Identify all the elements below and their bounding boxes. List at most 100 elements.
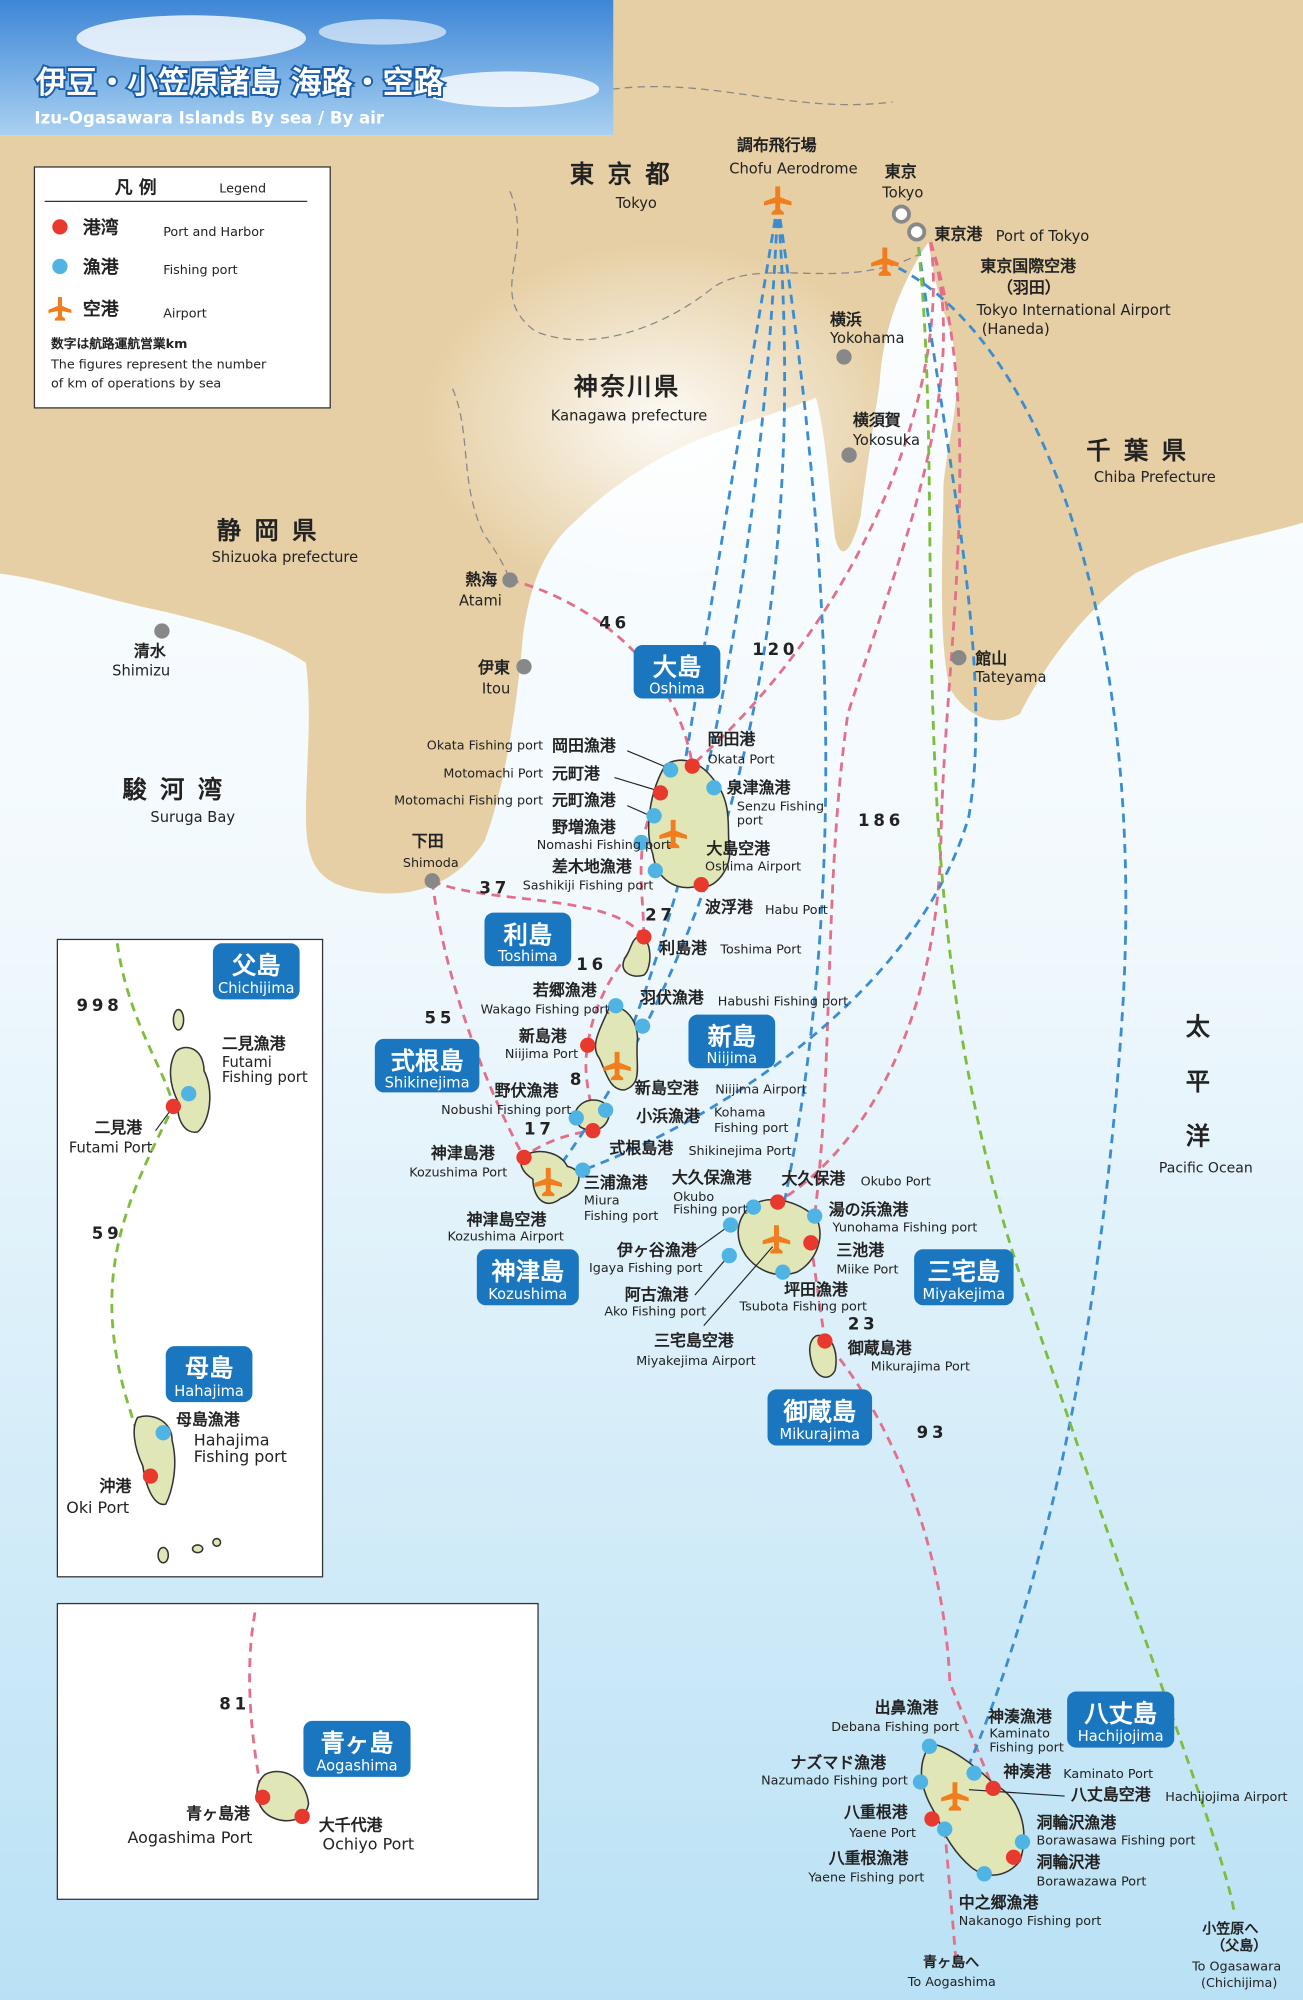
svg-text:Aogashima Port: Aogashima Port [127, 1828, 252, 1847]
svg-text:大千代港: 大千代港 [319, 1815, 384, 1834]
svg-text:大久保漁港: 大久保漁港 [672, 1168, 753, 1187]
svg-text:Nobushi Fishing port: Nobushi Fishing port [441, 1103, 571, 1118]
mainland-labels: 東 京 都 Tokyo 調布飛行場 Chofu Aerodrome 東京 Tok… [112, 135, 1253, 1176]
svg-text:Toshima: Toshima [497, 948, 558, 965]
route-tokyo-south [776, 241, 962, 1204]
svg-text:Yaene Fishing port: Yaene Fishing port [807, 1870, 924, 1885]
yokosuka-label: 横須賀 [853, 411, 901, 430]
prefecture-border [509, 190, 919, 341]
route-atami-oshima [509, 578, 694, 766]
svg-text:神湊漁港: 神湊漁港 [988, 1707, 1053, 1726]
svg-text:Oshima: Oshima [649, 680, 705, 697]
svg-text:Futami: Futami [222, 1054, 272, 1071]
route-tokyo-miyake [809, 241, 945, 1244]
shizuoka-label: 静 岡 県 [217, 517, 319, 545]
svg-text:青ヶ島港: 青ヶ島港 [186, 1804, 251, 1823]
tokyo-label: 東京 [885, 162, 917, 181]
svg-text:17: 17 [524, 1119, 555, 1138]
svg-text:元町漁港: 元町漁港 [552, 791, 617, 810]
svg-text:八丈島: 八丈島 [1084, 1700, 1157, 1728]
svg-text:Hahajima: Hahajima [174, 1383, 244, 1400]
svg-text:三宅島: 三宅島 [928, 1258, 1001, 1286]
svg-text:To Aogashima: To Aogashima [907, 1975, 996, 1990]
legend-airport-en: Airport [163, 306, 207, 321]
svg-text:Kozushima Airport: Kozushima Airport [448, 1229, 564, 1244]
mainland-points [154, 204, 967, 889]
route-shimoda-kozu [430, 880, 526, 1159]
legend: 凡 例 Legend 港湾 Port and Harbor 漁港 Fishing… [33, 166, 331, 409]
svg-text:三宅島空港: 三宅島空港 [654, 1331, 735, 1350]
itou-label-en: Itou [482, 680, 510, 697]
chiba-label-en: Chiba Prefecture [1094, 469, 1216, 486]
svg-text:御蔵島港: 御蔵島港 [847, 1339, 913, 1358]
svg-text:Borawazawa Port: Borawazawa Port [1037, 1874, 1147, 1889]
chofu-label: 調布飛行場 [737, 135, 817, 154]
svg-text:Ako Fishing port: Ako Fishing port [604, 1304, 706, 1319]
islet [212, 1537, 222, 1547]
haneda-label-en-2: (Haneda) [982, 321, 1050, 338]
svg-text:Fishing port: Fishing port [714, 1121, 789, 1136]
prefecture-border [452, 388, 511, 581]
svg-text:Nazumado Fishing port: Nazumado Fishing port [761, 1774, 908, 1789]
svg-text:青ヶ島: 青ヶ島 [321, 1729, 394, 1757]
svg-text:父島: 父島 [232, 952, 280, 980]
haneda-label: 東京国際空港 [980, 257, 1077, 276]
svg-text:伊ヶ谷漁港: 伊ヶ谷漁港 [616, 1241, 698, 1260]
svg-text:Fishing port: Fishing port [222, 1069, 308, 1086]
route-shimoda-toshima [431, 879, 645, 938]
svg-text:To Ogasawara: To Ogasawara [1191, 1960, 1281, 1975]
svg-text:81: 81 [219, 1694, 250, 1713]
svg-text:神津島港: 神津島港 [431, 1144, 496, 1163]
svg-text:岡田港: 岡田港 [708, 729, 757, 748]
svg-text:Okata Fishing port: Okata Fishing port [427, 739, 543, 754]
atami-label: 熱海 [465, 570, 497, 589]
svg-text:大島空港: 大島空港 [706, 839, 771, 858]
yokosuka-dot [841, 447, 857, 463]
svg-text:坪田漁港: 坪田漁港 [784, 1280, 849, 1299]
route-tokyo-ogasawara [915, 231, 1236, 1913]
svg-text:八重根港: 八重根港 [843, 1803, 909, 1822]
svg-text:三池港: 三池港 [836, 1241, 885, 1260]
prefecture-border [611, 85, 893, 106]
svg-text:Kohama: Kohama [714, 1106, 766, 1121]
tateyama-label: 館山 [975, 649, 1007, 668]
svg-text:二見港: 二見港 [94, 1118, 143, 1137]
svg-text:Borawasawa Fishing port: Borawasawa Fishing port [1037, 1833, 1196, 1848]
svg-text:Igaya Fishing port: Igaya Fishing port [589, 1261, 703, 1276]
svg-text:泉津漁港: 泉津漁港 [727, 778, 792, 797]
haneda-label-2: （羽田） [997, 278, 1061, 297]
tokyo-port-label-en: Port of Tokyo [996, 228, 1090, 245]
svg-text:Niijima Port: Niijima Port [505, 1047, 578, 1062]
svg-text:Chichijima: Chichijima [218, 980, 294, 997]
svg-text:Debana Fishing port: Debana Fishing port [831, 1720, 959, 1735]
svg-text:沖港: 沖港 [99, 1476, 132, 1495]
svg-text:59: 59 [92, 1224, 123, 1243]
shimoda-label-en: Shimoda [403, 856, 459, 871]
jetfoil-route-tokyo-kozu [582, 231, 978, 1172]
svg-text:Sashikiji Fishing port: Sashikiji Fishing port [523, 879, 654, 894]
svg-text:野伏漁港: 野伏漁港 [495, 1081, 560, 1100]
route-chichi-haha [110, 943, 175, 1477]
legend-fishing-jp: 漁港 [83, 256, 120, 278]
svg-text:Kozushima Port: Kozushima Port [409, 1166, 507, 1181]
svg-text:母島: 母島 [185, 1355, 233, 1383]
svg-text:Mikurajima: Mikurajima [780, 1426, 860, 1443]
svg-text:Niijima Airport: Niijima Airport [715, 1083, 807, 1098]
svg-text:出鼻漁港: 出鼻漁港 [875, 1698, 940, 1717]
legend-airport-jp: 空港 [83, 298, 120, 320]
svg-text:55: 55 [425, 1009, 456, 1028]
svg-text:Shikinejima Port: Shikinejima Port [688, 1144, 791, 1159]
tokyo-to-label-en: Tokyo [615, 195, 657, 212]
svg-text:Fishing port: Fishing port [584, 1209, 659, 1224]
